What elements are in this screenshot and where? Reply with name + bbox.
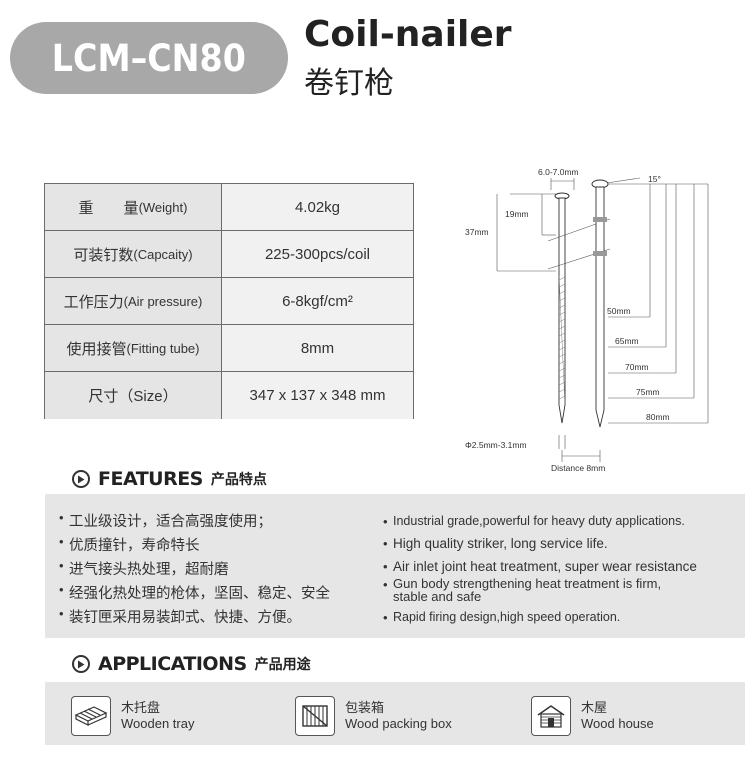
spec-label-en: (Weight) xyxy=(138,199,188,215)
list-item: •High quality striker, long service life… xyxy=(383,536,608,551)
applications-heading: APPLICATIONS 产品用途 xyxy=(72,653,311,675)
features-title-zh: 产品特点 xyxy=(210,472,267,488)
spec-label-zh: 重 量 xyxy=(78,199,139,217)
bullet: • xyxy=(383,610,388,625)
bullet: • xyxy=(383,536,388,551)
spec-value: 8mm xyxy=(222,325,413,371)
app-item-wooden-tray: 木托盘 Wooden tray xyxy=(71,696,194,736)
spec-value: 347 x 137 x 348 mm xyxy=(222,372,413,419)
dim-angle: 15° xyxy=(648,174,661,184)
dim-70: 70mm xyxy=(625,362,649,372)
play-circle-icon xyxy=(72,470,90,488)
wooden-pallet-icon xyxy=(71,696,111,736)
bullet: • xyxy=(59,510,64,525)
dim-head: 6.0-7.0mm xyxy=(538,167,579,177)
list-item: •Rapid firing design,high speed operatio… xyxy=(383,610,621,625)
spec-value: 6-8kgf/cm² xyxy=(222,278,413,324)
applications-title-zh: 产品用途 xyxy=(254,657,311,673)
list-item: •Air inlet joint heat treatment, super w… xyxy=(383,559,697,574)
product-title-en: Coil-nailer xyxy=(304,14,512,55)
app-label-en: Wood house xyxy=(581,716,654,731)
list-item: •进气接头热处理，超耐磨 xyxy=(59,558,229,578)
dim-50: 50mm xyxy=(607,306,631,316)
applications-panel: 木托盘 Wooden tray 包装箱 Wood packing box xyxy=(45,682,745,745)
dim-65: 65mm xyxy=(615,336,639,346)
nail-dimension-diagram: 6.0-7.0mm 15° 19mm 37mm xyxy=(465,167,709,473)
dim-distance: Distance 8mm xyxy=(551,463,605,473)
spec-table: 重 量(Weight) 4.02kg 可装钉数(Capcaity) 225-30… xyxy=(44,183,414,419)
app-label-zh: 包装箱 xyxy=(345,700,385,715)
model-number: LCM–CN80 xyxy=(51,36,247,80)
dim-19: 19mm xyxy=(505,209,529,219)
app-label-zh: 木屋 xyxy=(581,700,608,715)
play-circle-icon xyxy=(72,655,90,673)
nail-front-view-icon xyxy=(591,179,609,428)
spec-label-zh: 使用接管 xyxy=(66,340,127,358)
wood-house-icon xyxy=(531,696,571,736)
app-label-zh: 木托盘 xyxy=(121,700,161,715)
app-item-wood-packing-box: 包装箱 Wood packing box xyxy=(295,696,452,736)
spec-label-en: (Air pressure) xyxy=(123,293,203,309)
spec-row-weight: 重 量(Weight) 4.02kg xyxy=(45,184,413,231)
features-heading: FEATURES 产品特点 xyxy=(72,468,267,490)
applications-title-en: APPLICATIONS xyxy=(98,653,247,675)
list-item: •装钉匣采用易装卸式、快捷、方便。 xyxy=(59,606,301,626)
spec-label-zh: 尺寸（Size） xyxy=(88,388,178,405)
app-label-en: Wood packing box xyxy=(345,716,452,731)
list-item: •Industrial grade,powerful for heavy dut… xyxy=(383,514,685,529)
nail-side-view-icon xyxy=(554,192,570,424)
wood-crate-icon xyxy=(295,696,335,736)
list-item: •优质撞针，寿命特长 xyxy=(59,534,200,554)
list-item: •Gun body strengthening heat treatment i… xyxy=(383,576,662,604)
app-label-en: Wooden tray xyxy=(121,716,195,731)
spec-row-capacity: 可装钉数(Capcaity) 225-300pcs/coil xyxy=(45,231,413,278)
dim-80: 80mm xyxy=(646,412,670,422)
list-item: •经强化热处理的枪体，坚固、稳定、安全 xyxy=(59,582,330,602)
features-title-en: FEATURES xyxy=(98,468,203,490)
spec-value: 225-300pcs/coil xyxy=(222,231,413,277)
spec-label-zh: 工作压力 xyxy=(63,293,124,311)
spec-label-en: (Fitting tube) xyxy=(126,340,200,356)
list-item: •工业级设计，适合高强度使用； xyxy=(59,510,272,530)
model-badge: LCM–CN80 xyxy=(10,22,288,94)
dim-75: 75mm xyxy=(636,387,660,397)
features-panel: •工业级设计，适合高强度使用； •优质撞针，寿命特长 •进气接头热处理，超耐磨 … xyxy=(45,494,745,638)
bullet: • xyxy=(59,606,64,621)
bullet: • xyxy=(59,582,64,597)
spec-row-size: 尺寸（Size） 347 x 137 x 348 mm xyxy=(45,372,413,419)
spec-row-air-pressure: 工作压力(Air pressure) 6-8kgf/cm² xyxy=(45,278,413,325)
bullet: • xyxy=(383,514,388,529)
bullet: • xyxy=(59,558,64,573)
spec-row-fitting-tube: 使用接管(Fitting tube) 8mm xyxy=(45,325,413,372)
app-item-wood-house: 木屋 Wood house xyxy=(531,696,654,736)
product-title-zh: 卷钉枪 xyxy=(304,66,394,101)
bullet: • xyxy=(383,577,388,592)
spec-label-en: (Capcaity) xyxy=(133,246,193,262)
dim-37: 37mm xyxy=(465,227,489,237)
spec-label-zh: 可装钉数 xyxy=(73,246,134,264)
dim-shank: Φ2.5mm-3.1mm xyxy=(465,440,527,450)
bullet: • xyxy=(383,559,388,574)
bullet: • xyxy=(59,534,64,549)
spec-value: 4.02kg xyxy=(222,184,413,230)
